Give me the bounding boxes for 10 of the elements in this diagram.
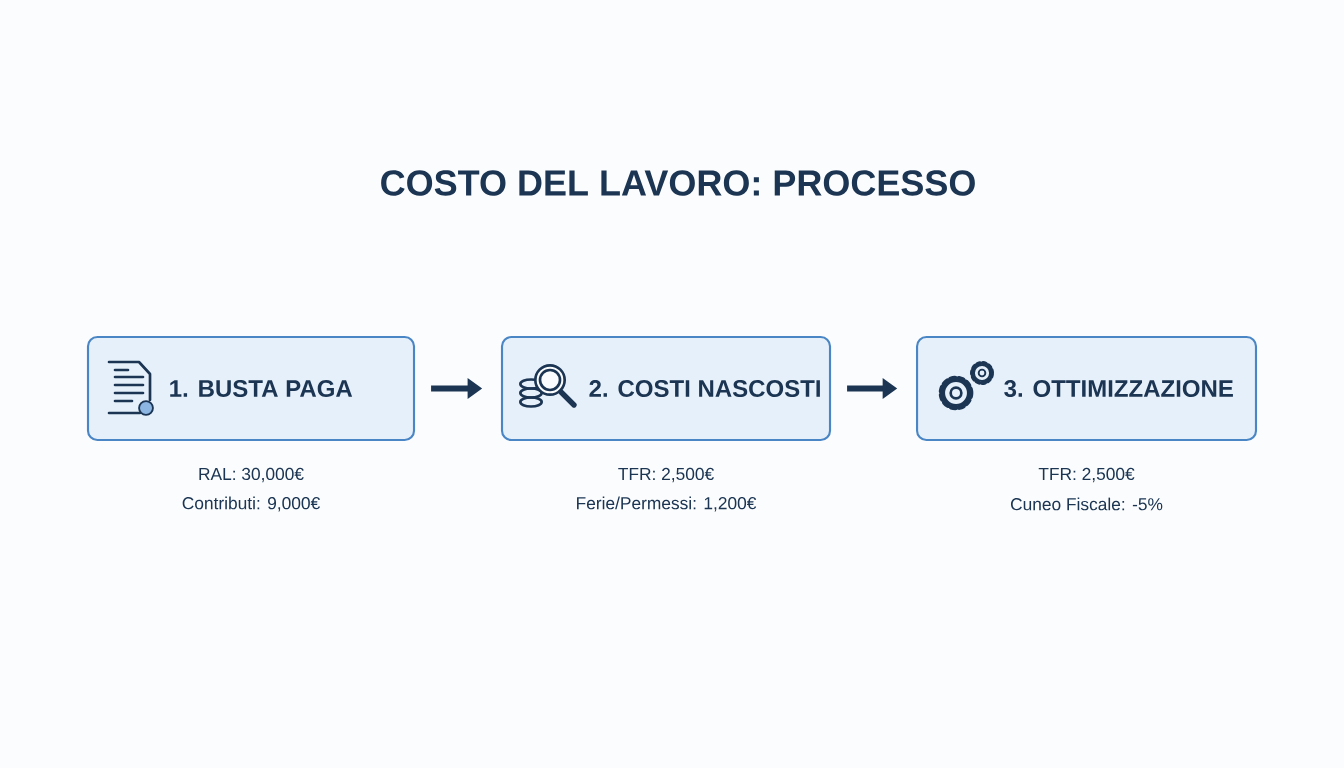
- value-text: Contributi: 9,000€: [182, 496, 320, 512]
- value-text: RAL: 30,000€: [199, 467, 304, 483]
- value-text: TFR: 2,500€: [618, 467, 714, 483]
- process-box: 3. OTTIMIZZAZIONE: [916, 335, 1258, 442]
- value-text: Ferie/Permessi: 1,200€: [577, 496, 757, 512]
- process-box: 2. COSTI NASCOSTI: [500, 335, 832, 442]
- title: COSTO DEL LAVORO: PROCESSO: [381, 170, 975, 196]
- value-text: Cuneo Fiscale: -5%: [1010, 497, 1163, 511]
- process-box: 1. BUSTA PAGA: [86, 335, 416, 442]
- value-text: TFR: 2,500€: [1038, 467, 1135, 483]
